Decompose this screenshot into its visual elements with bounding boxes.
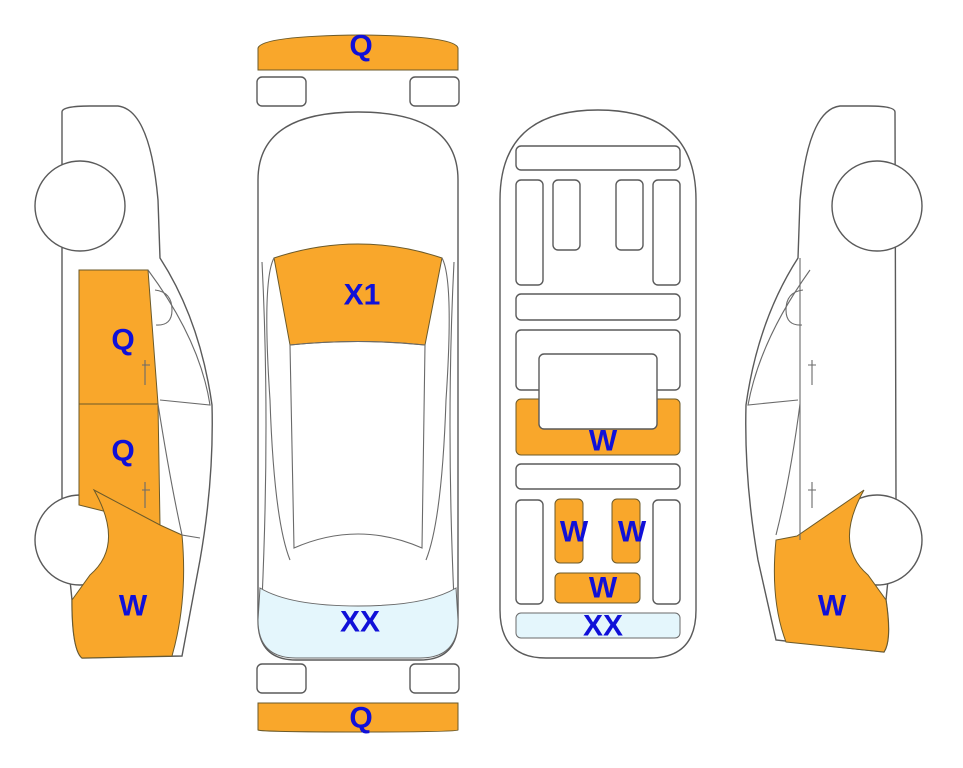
underside-rear-strip-label: XX xyxy=(583,610,623,643)
underside-front-rail xyxy=(515,145,681,171)
underside-left-short xyxy=(552,179,581,251)
rear-left-wheel-top xyxy=(256,663,307,694)
rear-glass-label: XX xyxy=(340,606,380,639)
roof-outline xyxy=(289,340,426,549)
front-left-wheel-top xyxy=(256,76,307,107)
rear-right-wheel-top xyxy=(409,663,460,694)
left-rear-quarter-panel[interactable] xyxy=(71,488,185,659)
left-side-view: Q Q W xyxy=(34,105,213,659)
underside-left-long xyxy=(515,179,544,286)
right-window-line xyxy=(747,269,811,406)
left-rear-quarter-label: W xyxy=(119,590,148,623)
rear-glass-panel[interactable] xyxy=(257,587,459,659)
right-rear-handle xyxy=(808,482,816,508)
underside-tank xyxy=(538,353,658,430)
underside-view: W W W W XX xyxy=(499,109,697,659)
right-rear-quarter-label: W xyxy=(818,590,847,623)
right-side-line xyxy=(449,261,455,601)
front-right-wheel-top xyxy=(409,76,460,107)
right-side-view: W xyxy=(745,105,923,653)
left-rear-window-line xyxy=(157,403,201,539)
top-body-outline xyxy=(257,111,459,661)
underside-rear-left-label: W xyxy=(560,516,589,549)
front-bumper-panel[interactable] xyxy=(257,34,459,71)
underside-rear-left-panel[interactable] xyxy=(554,498,584,564)
left-front-door-label: Q xyxy=(111,324,134,357)
underside-rear-left-long xyxy=(515,499,544,605)
underside-rear-right-panel[interactable] xyxy=(611,498,641,564)
underside-rear-right-label: W xyxy=(618,516,647,549)
left-rear-handle xyxy=(142,482,150,508)
right-inner-line xyxy=(425,257,450,561)
right-rear-window-line xyxy=(775,403,801,536)
windshield-label: X1 xyxy=(344,279,381,312)
right-front-wheel xyxy=(831,160,923,252)
underside-rear-crossmember xyxy=(515,463,681,490)
left-rear-door-label: Q xyxy=(111,435,134,468)
left-front-handle xyxy=(142,360,150,385)
left-side-line xyxy=(261,261,267,601)
front-bumper-label: Q xyxy=(349,30,372,63)
underside-rear-right-long xyxy=(652,499,681,605)
left-window-line xyxy=(147,269,211,406)
underside-rear-center-label: W xyxy=(589,572,618,605)
right-mirror xyxy=(785,289,804,326)
underside-rear-center-panel[interactable] xyxy=(554,572,641,604)
underside-rear-strip-panel[interactable] xyxy=(515,612,681,639)
rear-bumper-label: Q xyxy=(349,702,372,735)
underside-mid-label: W xyxy=(589,425,618,458)
left-mirror xyxy=(154,289,173,326)
underside-right-long xyxy=(652,179,681,286)
right-rear-quarter-panel[interactable] xyxy=(773,489,890,653)
right-front-handle xyxy=(808,360,816,385)
left-front-wheel xyxy=(34,160,126,252)
left-inner-line xyxy=(266,257,291,561)
underside-right-short xyxy=(615,179,644,251)
underside-crossmember xyxy=(515,293,681,321)
top-view: Q X1 XX Q xyxy=(256,30,460,735)
rear-bumper-panel[interactable] xyxy=(257,702,459,733)
